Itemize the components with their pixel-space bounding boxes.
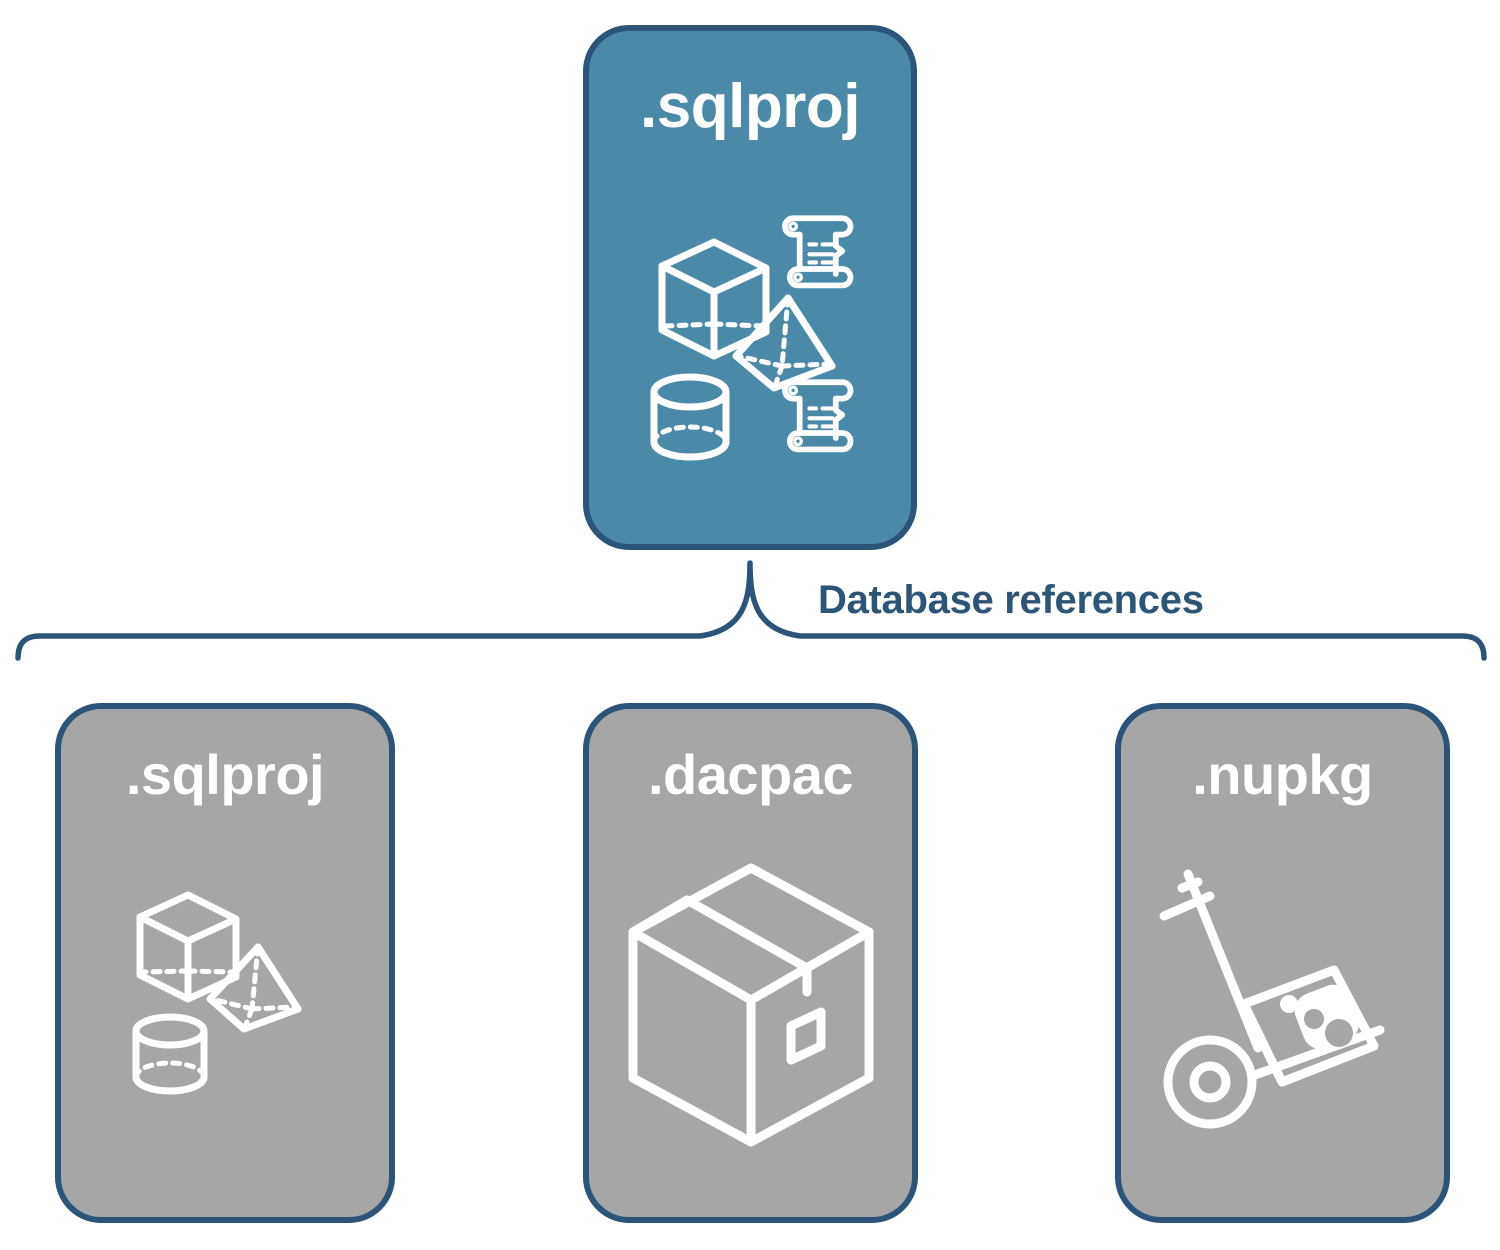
hand-truck-package-icon [1159,869,1384,1129]
node-title-dacpac: .dacpac [647,743,854,806]
root-icon-group [589,138,911,544]
shipping-box-svg [628,863,873,1147]
cylinder-wireframe-icon [650,373,730,461]
node-title-sqlproj-reference: .sqlproj [125,743,325,806]
sqlproj-reference-icons-svg [132,891,302,1095]
hand-truck-package-svg [1159,869,1384,1129]
nupkg-icon-group [1121,803,1444,1217]
node-title-nupkg: .nupkg [1192,743,1373,806]
cube-wireframe-icon [658,238,770,360]
node-title-sqlproj-root: .sqlproj [640,72,860,141]
database-references-bracket [15,560,1487,661]
node-card-sqlproj-root[interactable]: .sqlproj [583,25,917,550]
dacpac-icon-group [589,803,912,1217]
script-scroll-icon [782,379,854,453]
bracket-path [15,560,1487,661]
node-card-nupkg[interactable]: .nupkg [1115,703,1450,1223]
pyramid-wireframe-icon [206,943,302,1033]
cube-wireframe-icon [136,891,240,1003]
node-card-sqlproj-reference[interactable]: .sqlproj [55,703,395,1223]
connector-label-database-references: Database references [818,578,1204,622]
shipping-box-icon [628,863,873,1147]
pyramid-wireframe-icon [732,294,836,392]
sqlproj-reference-icon-group [61,803,389,1217]
script-scroll-icon [782,215,854,289]
cylinder-wireframe-icon [132,1013,208,1095]
node-card-dacpac[interactable]: .dacpac [583,703,918,1223]
root-icons-svg [650,215,854,461]
